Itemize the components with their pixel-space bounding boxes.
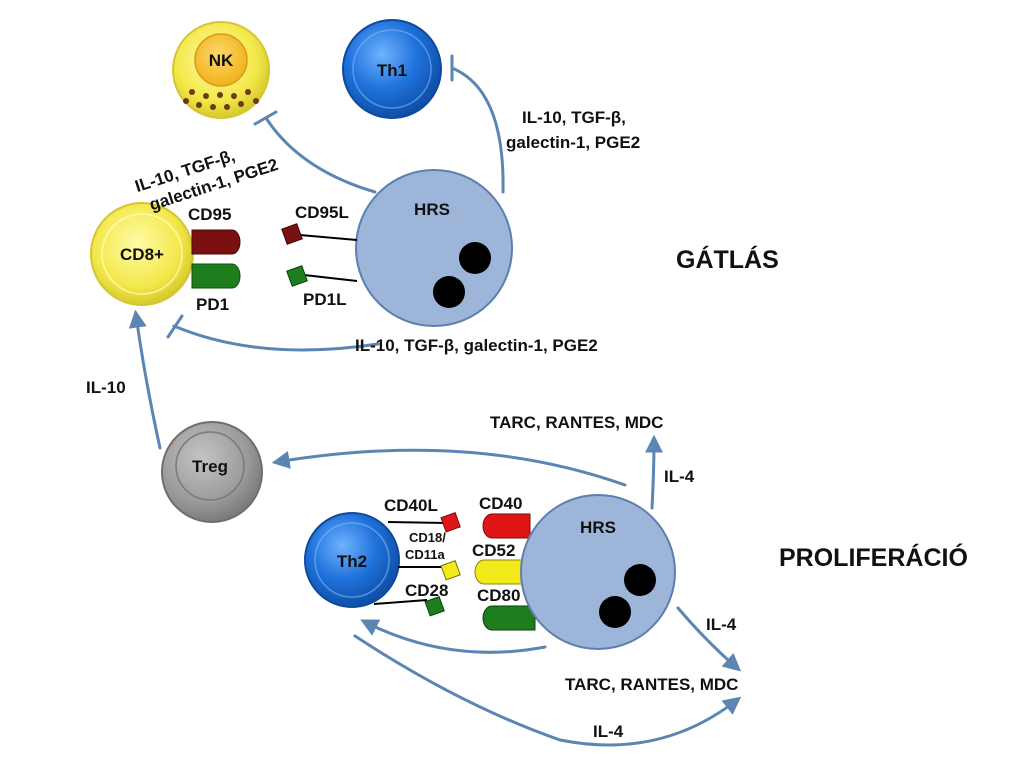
- hrs-bottom-label: HRS: [580, 518, 616, 537]
- tarc-top-label: TARC, RANTES, MDC: [490, 413, 663, 432]
- tarc-bottom-label: TARC, RANTES, MDC: [565, 675, 738, 694]
- hrs-top-label: HRS: [414, 200, 450, 219]
- cd40-receptor: [482, 513, 531, 539]
- pd1-label: PD1: [196, 295, 229, 314]
- section-proliferation-label: PROLIFERÁCIÓ: [779, 542, 968, 572]
- hrs-bottom-nucleus-2: [599, 596, 631, 628]
- cd40l-label: CD40L: [384, 496, 438, 515]
- hrs-top-nucleus-2: [433, 276, 465, 308]
- cd28-ligand: [424, 596, 445, 617]
- cd40l-ligand: [440, 512, 461, 533]
- cd8-cell: CD8+: [90, 202, 194, 306]
- hrs-cell-top: HRS: [355, 169, 513, 327]
- cd8-inhibition-bar: [166, 314, 184, 339]
- hrs-cell-bottom: HRS: [520, 494, 676, 650]
- cd18-ligand: [440, 560, 461, 581]
- cd18-label-line2: CD11a: [405, 547, 446, 562]
- cd52-label: CD52: [472, 541, 515, 560]
- il4-right-label: IL-4: [706, 615, 737, 634]
- th1-cytokine-line2: galectin-1, PGE2: [506, 133, 640, 152]
- pd1-receptor: [191, 263, 241, 289]
- treg-cell: Treg: [161, 421, 263, 523]
- pd1l-label: PD1L: [303, 290, 346, 309]
- nk-inhibition-bar: [253, 110, 278, 126]
- cd80-label: CD80: [477, 586, 520, 605]
- cd52-receptor: [474, 559, 531, 585]
- pd1l-ligand: [286, 265, 308, 287]
- cd40-label: CD40: [479, 494, 522, 513]
- pd1l-link: [303, 274, 358, 282]
- cd8-label: CD8+: [120, 245, 164, 264]
- hrs-top-nucleus-1: [459, 242, 491, 274]
- il4-up-arrow: [644, 434, 663, 510]
- il4-up-label: IL-4: [664, 467, 695, 486]
- cd95l-ligand: [281, 223, 303, 245]
- nk-cell: NK: [172, 21, 270, 119]
- th1-label: Th1: [377, 61, 407, 80]
- cd80-receptor: [482, 605, 536, 631]
- il4-bottom-arrow: [353, 634, 742, 747]
- th1-cell: Th1: [342, 19, 442, 119]
- treg-to-cd8-arrow: [128, 309, 162, 450]
- th1-cytokine-line1: IL-10, TGF-β,: [522, 108, 626, 127]
- nk-label: NK: [209, 51, 234, 70]
- th2-label: Th2: [337, 552, 367, 571]
- il4-bottom-label: IL-4: [593, 722, 624, 741]
- hrs-bottom-nucleus-1: [624, 564, 656, 596]
- cd8-cytokine-text: IL-10, TGF-β, galectin-1, PGE2: [355, 336, 598, 355]
- cd95l-link: [299, 234, 358, 241]
- il4-right-arrow: [676, 606, 742, 672]
- nk-granules: [183, 89, 259, 110]
- cd8-inhibition-arrow: [172, 324, 380, 352]
- hrs-to-treg-arrow: [271, 448, 627, 487]
- hrs-to-th2-arrow: [360, 619, 547, 654]
- section-inhibition-label: GÁTLÁS: [676, 245, 779, 274]
- treg-il10-label: IL-10: [86, 378, 126, 397]
- th2-cell: Th2: [304, 512, 400, 608]
- cd40l-link: [387, 521, 447, 524]
- cd95-receptor: [191, 229, 241, 255]
- th1-inhibition-arrow: [450, 66, 505, 194]
- treg-label: Treg: [192, 457, 228, 476]
- cd95l-label: CD95L: [295, 203, 349, 222]
- nk-inhibition-arrow: [264, 116, 377, 194]
- cd28-link: [373, 599, 428, 605]
- cd28-label: CD28: [405, 581, 448, 600]
- cd95-label: CD95: [188, 205, 231, 224]
- cd18-label-line1: CD18/: [409, 530, 446, 545]
